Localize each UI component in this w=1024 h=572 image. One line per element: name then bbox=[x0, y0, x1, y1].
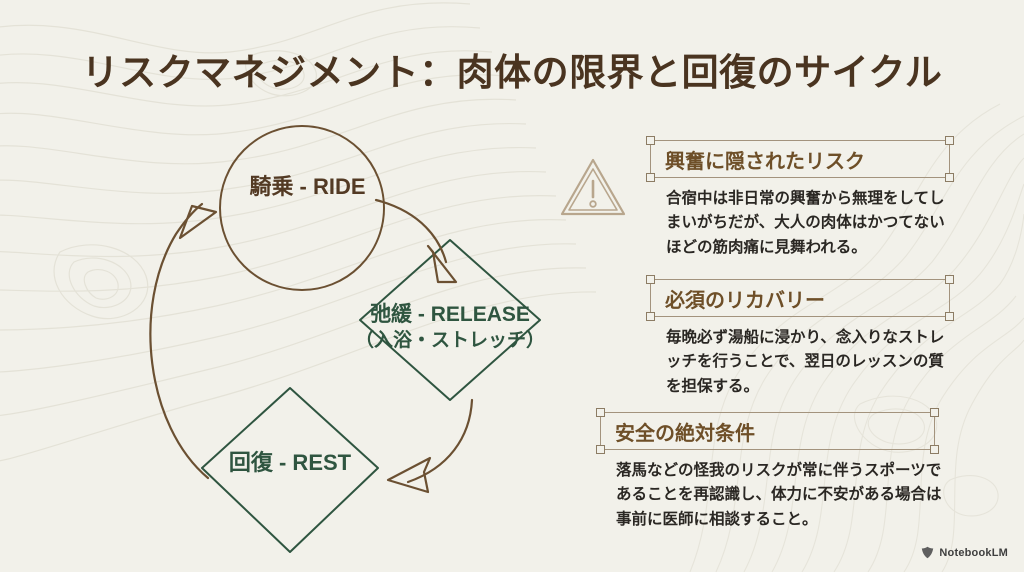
cycle-diagram: 騎乗 - RIDE 弛緩 - RELEASE （入浴・ストレッチ） 回復 - R… bbox=[140, 100, 580, 572]
heading-frame-recovery[interactable]: 必須のリカバリー bbox=[646, 275, 954, 321]
cycle-diagram-svg bbox=[149, 125, 541, 553]
heading-frame-safety[interactable]: 安全の絶対条件 bbox=[596, 408, 939, 454]
node-release-diamond bbox=[359, 239, 541, 401]
node-ride-circle bbox=[219, 125, 385, 291]
heading-text-recovery: 必須のリカバリー bbox=[665, 289, 825, 312]
resize-handle-top-right[interactable] bbox=[930, 408, 939, 417]
node-label-release: 弛緩 - RELEASE （入浴・ストレッチ） bbox=[320, 302, 580, 352]
heading-text-safety: 安全の絶対条件 bbox=[615, 422, 755, 445]
notebooklm-logo-text: NotebookLM bbox=[939, 546, 1008, 559]
info-block-safety: 安全の絶対条件 落馬などの怪我のリスクが常に伴うスポーツであることを再認識し、体… bbox=[596, 408, 956, 532]
arrow-rest-to-ride bbox=[149, 202, 218, 480]
resize-handle-bottom-left[interactable] bbox=[596, 445, 605, 454]
resize-handle-bottom-right[interactable] bbox=[930, 445, 939, 454]
info-block-risk: 興奮に隠されたリスク 合宿中は非日常の興奮から無理をしてしまいがちだが、大人の肉… bbox=[646, 136, 956, 260]
node-label-rest: 回復 - REST bbox=[228, 450, 352, 475]
resize-handle-bottom-left[interactable] bbox=[646, 312, 655, 321]
body-text-recovery: 毎晩必ず湯船に浸かり、念入りなストレッチを行うことで、翌日のレッスンの質を担保す… bbox=[666, 329, 945, 395]
warning-triangle-icon bbox=[560, 158, 626, 216]
resize-handle-top-left[interactable] bbox=[646, 275, 655, 284]
node-label-release-sub: （入浴・ストレッチ） bbox=[354, 329, 545, 351]
slide-title: リスクマネジメント：肉体の限界と回復のサイクル bbox=[81, 50, 943, 94]
heading-frame-risk[interactable]: 興奮に隠されたリスク bbox=[646, 136, 954, 182]
heading-text-risk: 興奮に隠されたリスク bbox=[665, 150, 865, 173]
notebooklm-logo: NotebookLM bbox=[921, 546, 1008, 559]
arrow-ride-to-release bbox=[374, 198, 458, 284]
body-text-risk: 合宿中は非日常の興奮から無理をしてしまいがちだが、大人の肉体はかつてないほどの筋… bbox=[666, 190, 945, 256]
node-label-release-main: 弛緩 - RELEASE bbox=[370, 303, 530, 326]
resize-handle-top-left[interactable] bbox=[596, 408, 605, 417]
notebooklm-icon bbox=[922, 546, 934, 559]
body-text-safety: 落馬などの怪我のリスクが常に伴うスポーツであることを再認識し、体力に不安がある場… bbox=[616, 462, 942, 528]
resize-handle-top-right[interactable] bbox=[945, 136, 954, 145]
info-block-recovery: 必須のリカバリー 毎晩必ず湯船に浸かり、念入りなストレッチを行うことで、翌日のレ… bbox=[646, 275, 956, 399]
resize-handle-bottom-left[interactable] bbox=[646, 173, 655, 182]
node-rest-diamond bbox=[201, 387, 379, 553]
node-label-ride: 騎乗 - RIDE bbox=[249, 174, 366, 199]
resize-handle-top-left[interactable] bbox=[646, 136, 655, 145]
resize-handle-bottom-right[interactable] bbox=[945, 312, 954, 321]
resize-handle-top-right[interactable] bbox=[945, 275, 954, 284]
arrow-release-to-rest bbox=[386, 398, 474, 494]
resize-handle-bottom-right[interactable] bbox=[945, 173, 954, 182]
